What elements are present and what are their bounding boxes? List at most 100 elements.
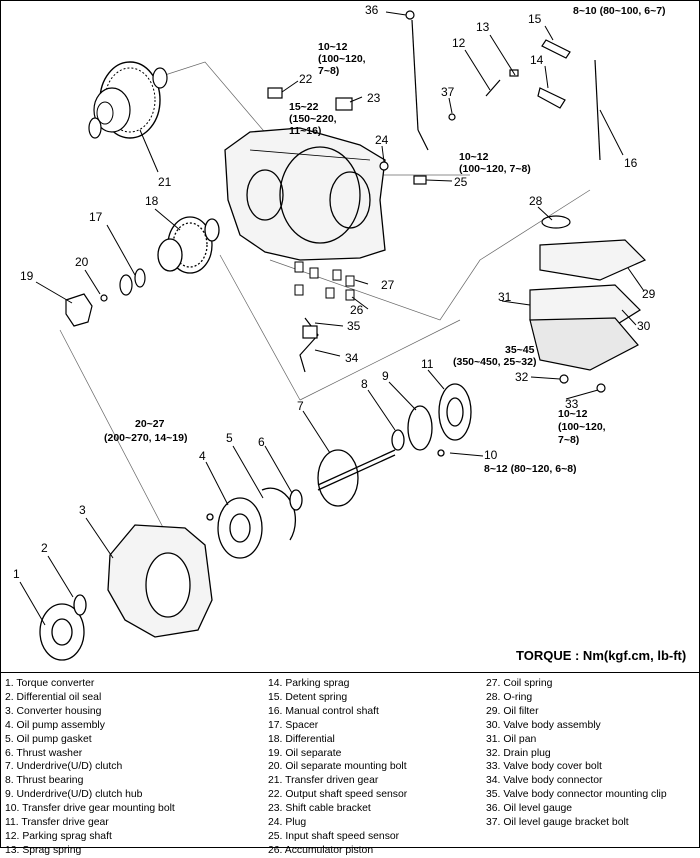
legend-item: 16. Manual control shaft	[268, 705, 379, 717]
callout-24: 24	[375, 133, 389, 147]
legend-item: 15. Detent spring	[268, 691, 348, 703]
legend-item: 33. Valve body cover bolt	[486, 761, 602, 773]
callout-26: 26	[350, 303, 364, 317]
parts-legend-column-2: 14. Parking sprag 15. Detent spring 16. …	[268, 677, 407, 858]
torque-spec-10: 8~12 (80~120, 6~8)	[484, 463, 577, 475]
legend-item: 3. Converter housing	[5, 705, 102, 717]
torque-spec-23-line1: 15~22	[289, 101, 319, 113]
torque-converter	[39, 594, 87, 661]
legend-item: 9. Underdrive(U/D) clutch hub	[5, 789, 143, 801]
torque-spec-23-line2: (150~220,	[289, 113, 337, 125]
callout-33: 33	[565, 397, 579, 411]
callout-27: 27	[381, 278, 395, 292]
parts-legend-column-3: 27. Coil spring 28. O-ring 29. Oil filte…	[486, 677, 667, 830]
legend-item: 26. Accumulator piston	[268, 844, 374, 856]
legend-item: 8. Thrust bearing	[5, 775, 84, 787]
torque-spec-4-line2: (200~270, 14~19)	[104, 432, 188, 444]
torque-spec-33-line3: 7~8)	[558, 434, 579, 446]
differential	[157, 216, 220, 274]
assembly-guide-lines	[59, 61, 591, 561]
callout-28: 28	[529, 194, 543, 208]
torque-unit-note: TORQUE : Nm(kgf.cm, lb-ft)	[516, 648, 687, 663]
torque-spec-4-line1: 20~27	[135, 418, 165, 430]
callout-31: 31	[498, 290, 512, 304]
callout-18: 18	[145, 194, 159, 208]
legend-item: 28. O-ring	[486, 691, 533, 703]
torque-spec-32-line1: 35~45	[505, 344, 535, 356]
legend-item: 24. Plug	[268, 817, 307, 829]
torque-spec-33-line2: (100~120,	[558, 421, 606, 433]
legend-item: 36. Oil level gauge	[486, 803, 573, 815]
legend-item: 6. Thrust washer	[5, 747, 83, 759]
callout-15: 15	[528, 12, 542, 26]
valve-body-connector	[299, 317, 319, 373]
callout-34: 34	[345, 351, 359, 365]
oil-level-gauge	[405, 10, 429, 151]
torque-spec-23-line3: 11~16)	[289, 125, 321, 137]
callout-21: 21	[158, 175, 172, 189]
callout-3: 3	[79, 503, 86, 517]
callout-10: 10	[484, 448, 498, 462]
parts-legend-column-1: 1. Torque converter 2. Differential oil …	[5, 677, 175, 858]
callout-25: 25	[454, 175, 468, 189]
converter-housing	[107, 524, 213, 638]
legend-item: 4. Oil pump assembly	[5, 719, 105, 731]
torque-specs: 8~10 (80~100, 6~7) 10~12 (100~120, 7~8) …	[104, 5, 666, 475]
callout-7: 7	[297, 399, 304, 413]
underdrive-clutch	[317, 383, 472, 507]
callout-37: 37	[441, 85, 455, 99]
torque-spec-25-line1: 10~12	[459, 151, 489, 163]
callout-22: 22	[299, 72, 313, 86]
callout-5: 5	[226, 431, 233, 445]
torque-spec-22-line2: (100~120,	[318, 53, 366, 65]
legend-item: 32. Drain plug	[486, 747, 551, 759]
legend-item: 1. Torque converter	[5, 678, 95, 689]
callout-30: 30	[637, 319, 651, 333]
callout-29: 29	[642, 287, 656, 301]
spacer-and-separate	[65, 268, 146, 327]
legend-item: 37. Oil level gauge bracket bolt	[486, 817, 629, 829]
torque-spec-32-line2: (350~450, 25~32)	[453, 356, 537, 368]
parking-components	[267, 39, 601, 185]
torque-spec-22-line3: 7~8)	[318, 65, 339, 77]
torque-spec-25-line2: (100~120, 7~8)	[459, 163, 531, 175]
legend-item: 10. Transfer drive gear mounting bolt	[5, 803, 175, 815]
legend-item: 7. Underdrive(U/D) clutch	[5, 761, 123, 773]
legend-item: 21. Transfer driven gear	[268, 775, 379, 787]
torque-spec-15: 8~10 (80~100, 6~7)	[573, 5, 666, 17]
legend-item: 22. Output shaft speed sensor	[268, 789, 408, 801]
callout-leaders	[19, 11, 645, 626]
callout-11: 11	[421, 357, 434, 371]
legend-item: 12. Parking sprag shaft	[5, 830, 112, 842]
callout-14: 14	[530, 53, 544, 67]
legend-item: 20. Oil separate mounting bolt	[268, 761, 407, 773]
legend-item: 23. Shift cable bracket	[268, 803, 371, 815]
legend-item: 31. Oil pan	[486, 733, 537, 745]
callout-1: 1	[13, 567, 20, 581]
legend-divider	[0, 672, 700, 673]
legend-item: 5. Oil pump gasket	[5, 733, 92, 745]
callout-2: 2	[41, 541, 48, 555]
legend-item: 30. Valve body assembly	[486, 719, 601, 731]
callout-32: 32	[515, 370, 529, 384]
callout-23: 23	[367, 91, 381, 105]
callout-6: 6	[258, 435, 265, 449]
legend-item: 34. Valve body connector	[486, 775, 603, 787]
transaxle-case	[224, 127, 386, 261]
legend-item: 19. Oil separate	[268, 747, 342, 759]
legend-item: 13. Sprag spring	[5, 844, 82, 856]
legend-item: 27. Coil spring	[486, 678, 553, 689]
callout-12: 12	[452, 36, 466, 50]
callout-35: 35	[347, 319, 361, 333]
callout-20: 20	[75, 255, 89, 269]
torque-spec-33-line1: 10~12	[558, 408, 588, 420]
accumulator-pistons	[294, 261, 355, 301]
callout-17: 17	[89, 210, 103, 224]
legend-item: 29. Oil filter	[486, 705, 539, 717]
callout-8: 8	[361, 377, 368, 391]
callout-16: 16	[624, 156, 638, 170]
callout-9: 9	[382, 369, 389, 383]
callout-13: 13	[476, 20, 490, 34]
oil-pump-assembly	[206, 487, 303, 559]
